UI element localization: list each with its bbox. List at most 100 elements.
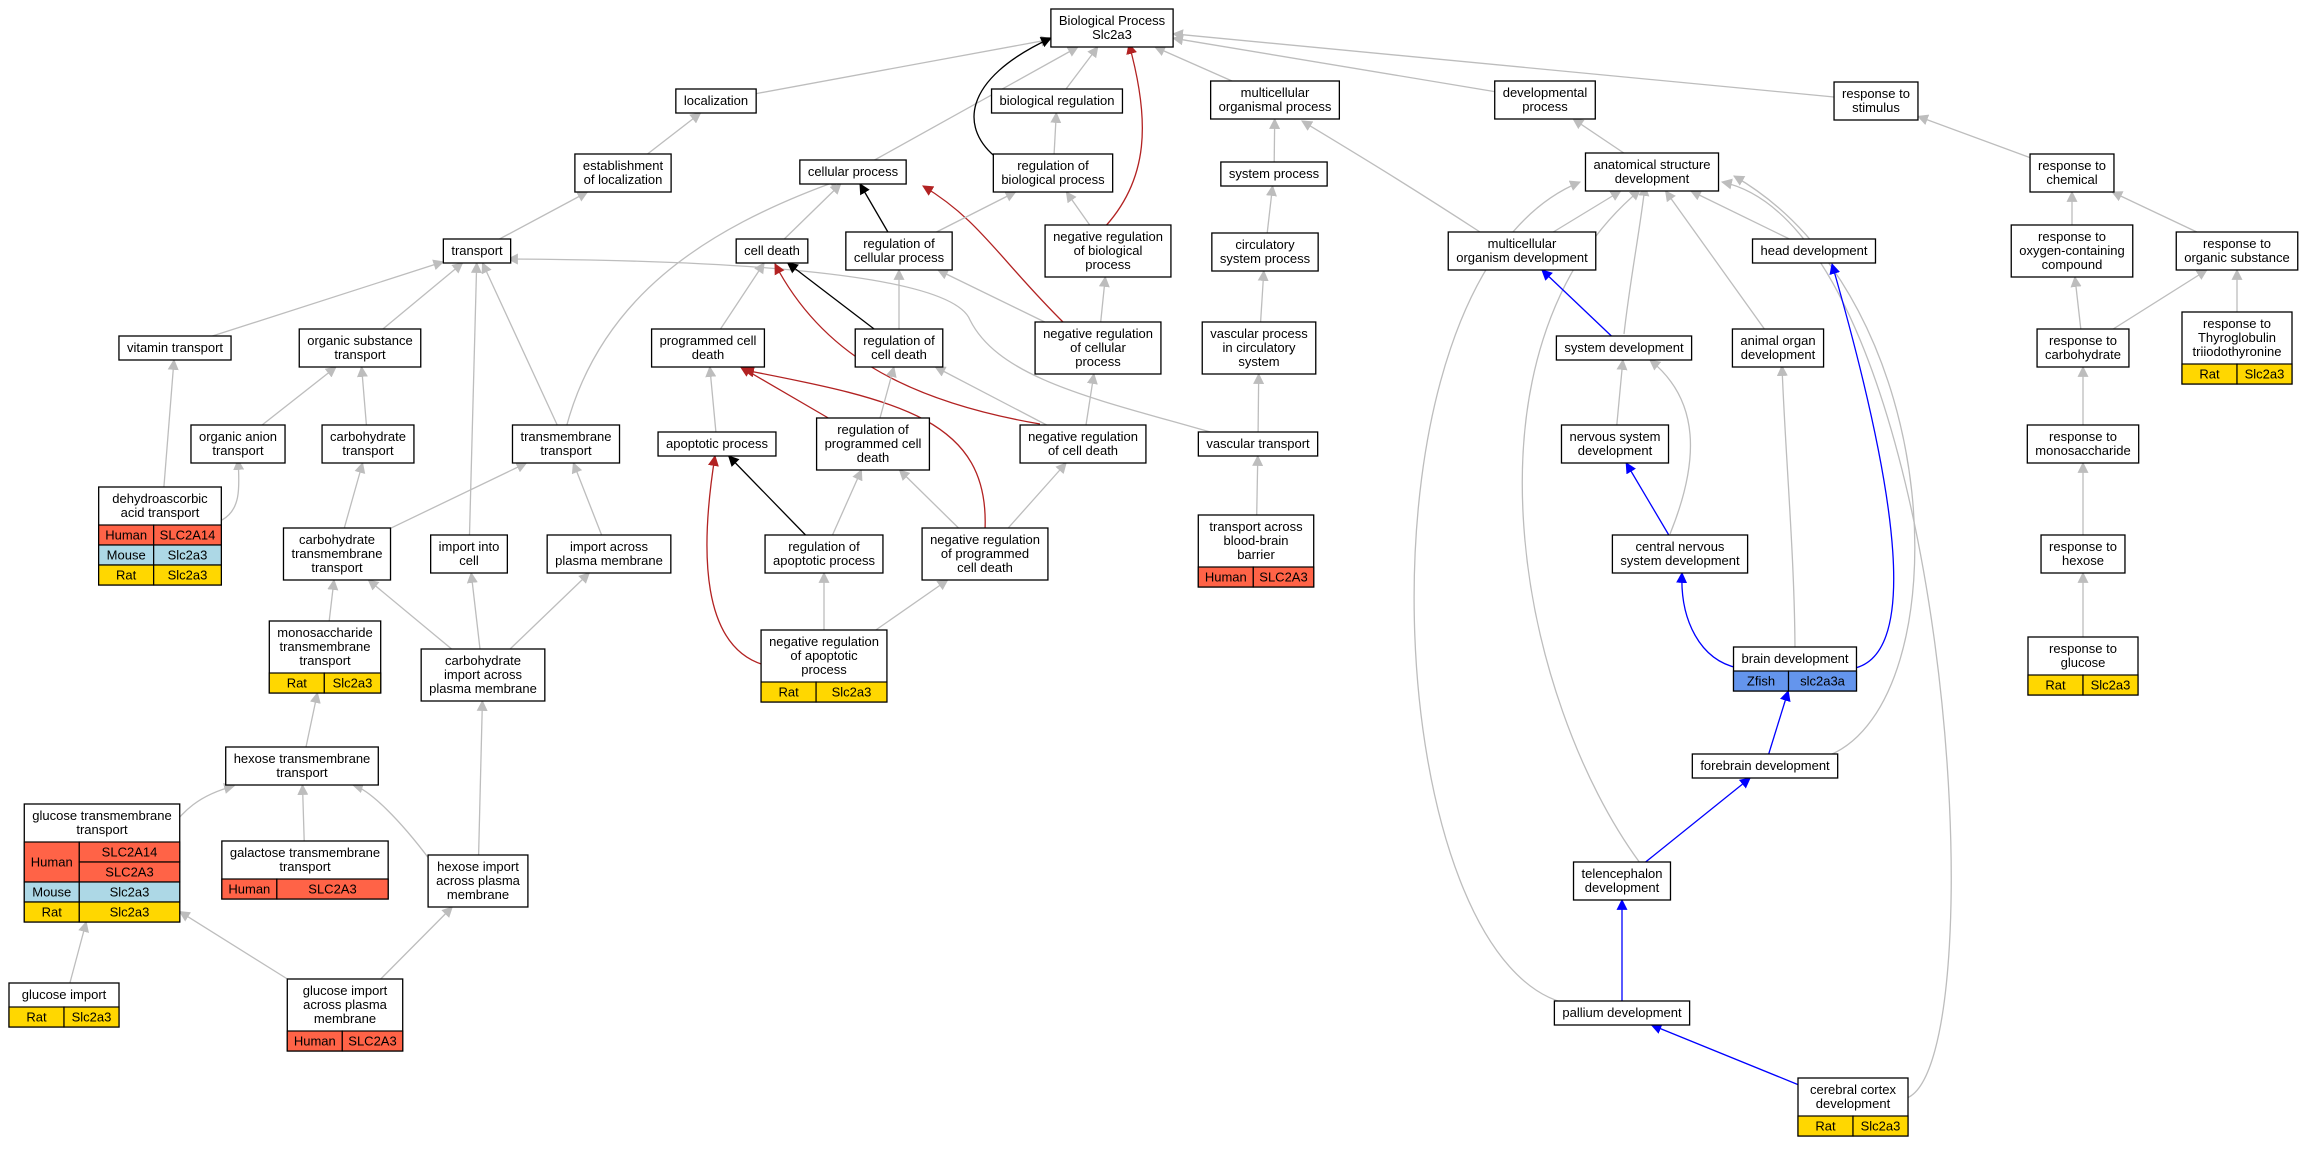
go-node-vasct: vascular transport	[1197, 431, 1319, 457]
node-label: compound	[2042, 257, 2103, 272]
node-label: regulation of	[837, 422, 909, 437]
node-label: process	[801, 662, 847, 677]
edge-carbimp-to-carbtmt	[367, 579, 453, 650]
node-label: of apoptotic	[790, 648, 858, 663]
gene-label: Slc2a3	[110, 885, 150, 900]
gene-label: SLC2A14	[102, 845, 158, 860]
node-label: multicellular	[1241, 85, 1310, 100]
node-label: development	[1615, 171, 1690, 186]
edge-estloc-to-loc	[647, 112, 702, 155]
node-label: transport	[299, 653, 351, 668]
go-node-celldeath: cell death	[735, 238, 809, 264]
edge-negregapop-to-apop	[706, 454, 769, 667]
node-box	[992, 153, 1114, 193]
edge-forebrain-to-braindev	[1768, 689, 1791, 755]
node-label: transport	[342, 443, 394, 458]
node-label: negative regulation	[1043, 326, 1153, 341]
node-box	[650, 328, 766, 368]
edge-cnsd-to-sysdev	[1649, 359, 1692, 535]
node-label: vitamin transport	[127, 340, 223, 355]
node-box	[1584, 152, 1720, 192]
gene-cell	[78, 901, 181, 923]
node-label: cell death	[957, 560, 1013, 575]
node-box	[1209, 80, 1341, 120]
node-label: programmed cell	[660, 333, 757, 348]
node-label: response to	[2203, 316, 2271, 331]
node-box	[1494, 80, 1596, 120]
node-label: response to	[2038, 229, 2106, 244]
edge-ccd-to-pallium	[1650, 1023, 1799, 1086]
go-node-sysdev: system development	[1555, 335, 1693, 361]
edge-carbt-to-orgsub	[356, 365, 368, 426]
node-box	[1197, 431, 1319, 457]
edge-heximp-to-carbimp	[476, 699, 488, 856]
node-box	[1751, 238, 1877, 264]
node-box	[298, 328, 422, 368]
node-box	[854, 328, 944, 368]
node-label: dehydroascorbic	[112, 491, 208, 506]
node-label: transport	[334, 347, 386, 362]
node-label: programmed cell	[825, 436, 922, 451]
edge-regcp-to-cellp	[859, 183, 889, 233]
node-label: vascular process	[1210, 326, 1308, 341]
edge-heximp-to-hextmt	[351, 782, 431, 861]
node-label: transport	[279, 859, 331, 874]
edge-regpcd-to-pcd	[739, 366, 829, 419]
node-box	[2026, 424, 2140, 464]
edge-vitt-to-transport	[212, 259, 445, 337]
node-box	[2010, 224, 2134, 278]
node-label: plasma membrane	[555, 553, 663, 568]
node-label: death	[857, 450, 890, 465]
edge-negregbp-to-bp	[1101, 42, 1144, 231]
node-box	[799, 159, 907, 185]
edge-oat-to-orgsub	[261, 366, 337, 426]
node-label: response to	[2049, 641, 2117, 656]
edge-importcell-to-transport	[468, 261, 482, 536]
node-label: regulation of	[788, 539, 860, 554]
node-label: anatomical structure	[1593, 157, 1710, 172]
node-label: barrier	[1237, 547, 1275, 562]
node-box	[1691, 753, 1839, 779]
edge-braindev-to-cnsd	[1676, 571, 1739, 669]
node-label: carbohydrate	[2045, 347, 2121, 362]
species-label: Rat	[778, 685, 799, 700]
node-label: regulation of	[863, 333, 935, 348]
go-node-loc: localization	[675, 88, 757, 114]
node-label: galactose transmembrane	[230, 845, 380, 860]
node-label: carbohydrate	[445, 653, 521, 668]
edge-negregcd-to-negregcp	[1085, 372, 1098, 426]
go-node-sysp: system process	[1220, 161, 1328, 187]
node-box	[118, 335, 232, 361]
node-label: developmental	[1503, 85, 1588, 100]
node-box	[546, 534, 672, 574]
edge-vascp-to-circsp	[1257, 269, 1269, 323]
node-label: glucose import	[22, 987, 107, 1002]
edge-asd-to-devp	[1572, 118, 1625, 154]
node-label: development	[1578, 443, 1653, 458]
node-box	[2029, 153, 2115, 193]
edge-vasct-to-transport	[506, 253, 1218, 435]
edge-rtcarb-to-rtoxy	[2070, 275, 2082, 330]
edge-carbtmt-to-tmt	[390, 462, 528, 529]
go-node-bioreg: biological regulation	[990, 88, 1124, 114]
node-label: system	[1238, 354, 1279, 369]
node-label: establishment	[583, 158, 664, 173]
node-label: of cell death	[1048, 443, 1118, 458]
species-label: Rat	[2199, 367, 2220, 382]
edge-cnsd-to-nsd	[1625, 462, 1670, 536]
species-label: Rat	[42, 905, 63, 920]
edge-transport-to-estloc	[499, 191, 589, 240]
node-label: development	[1585, 880, 1660, 895]
node-box	[511, 424, 621, 464]
node-label: of localization	[584, 172, 663, 187]
